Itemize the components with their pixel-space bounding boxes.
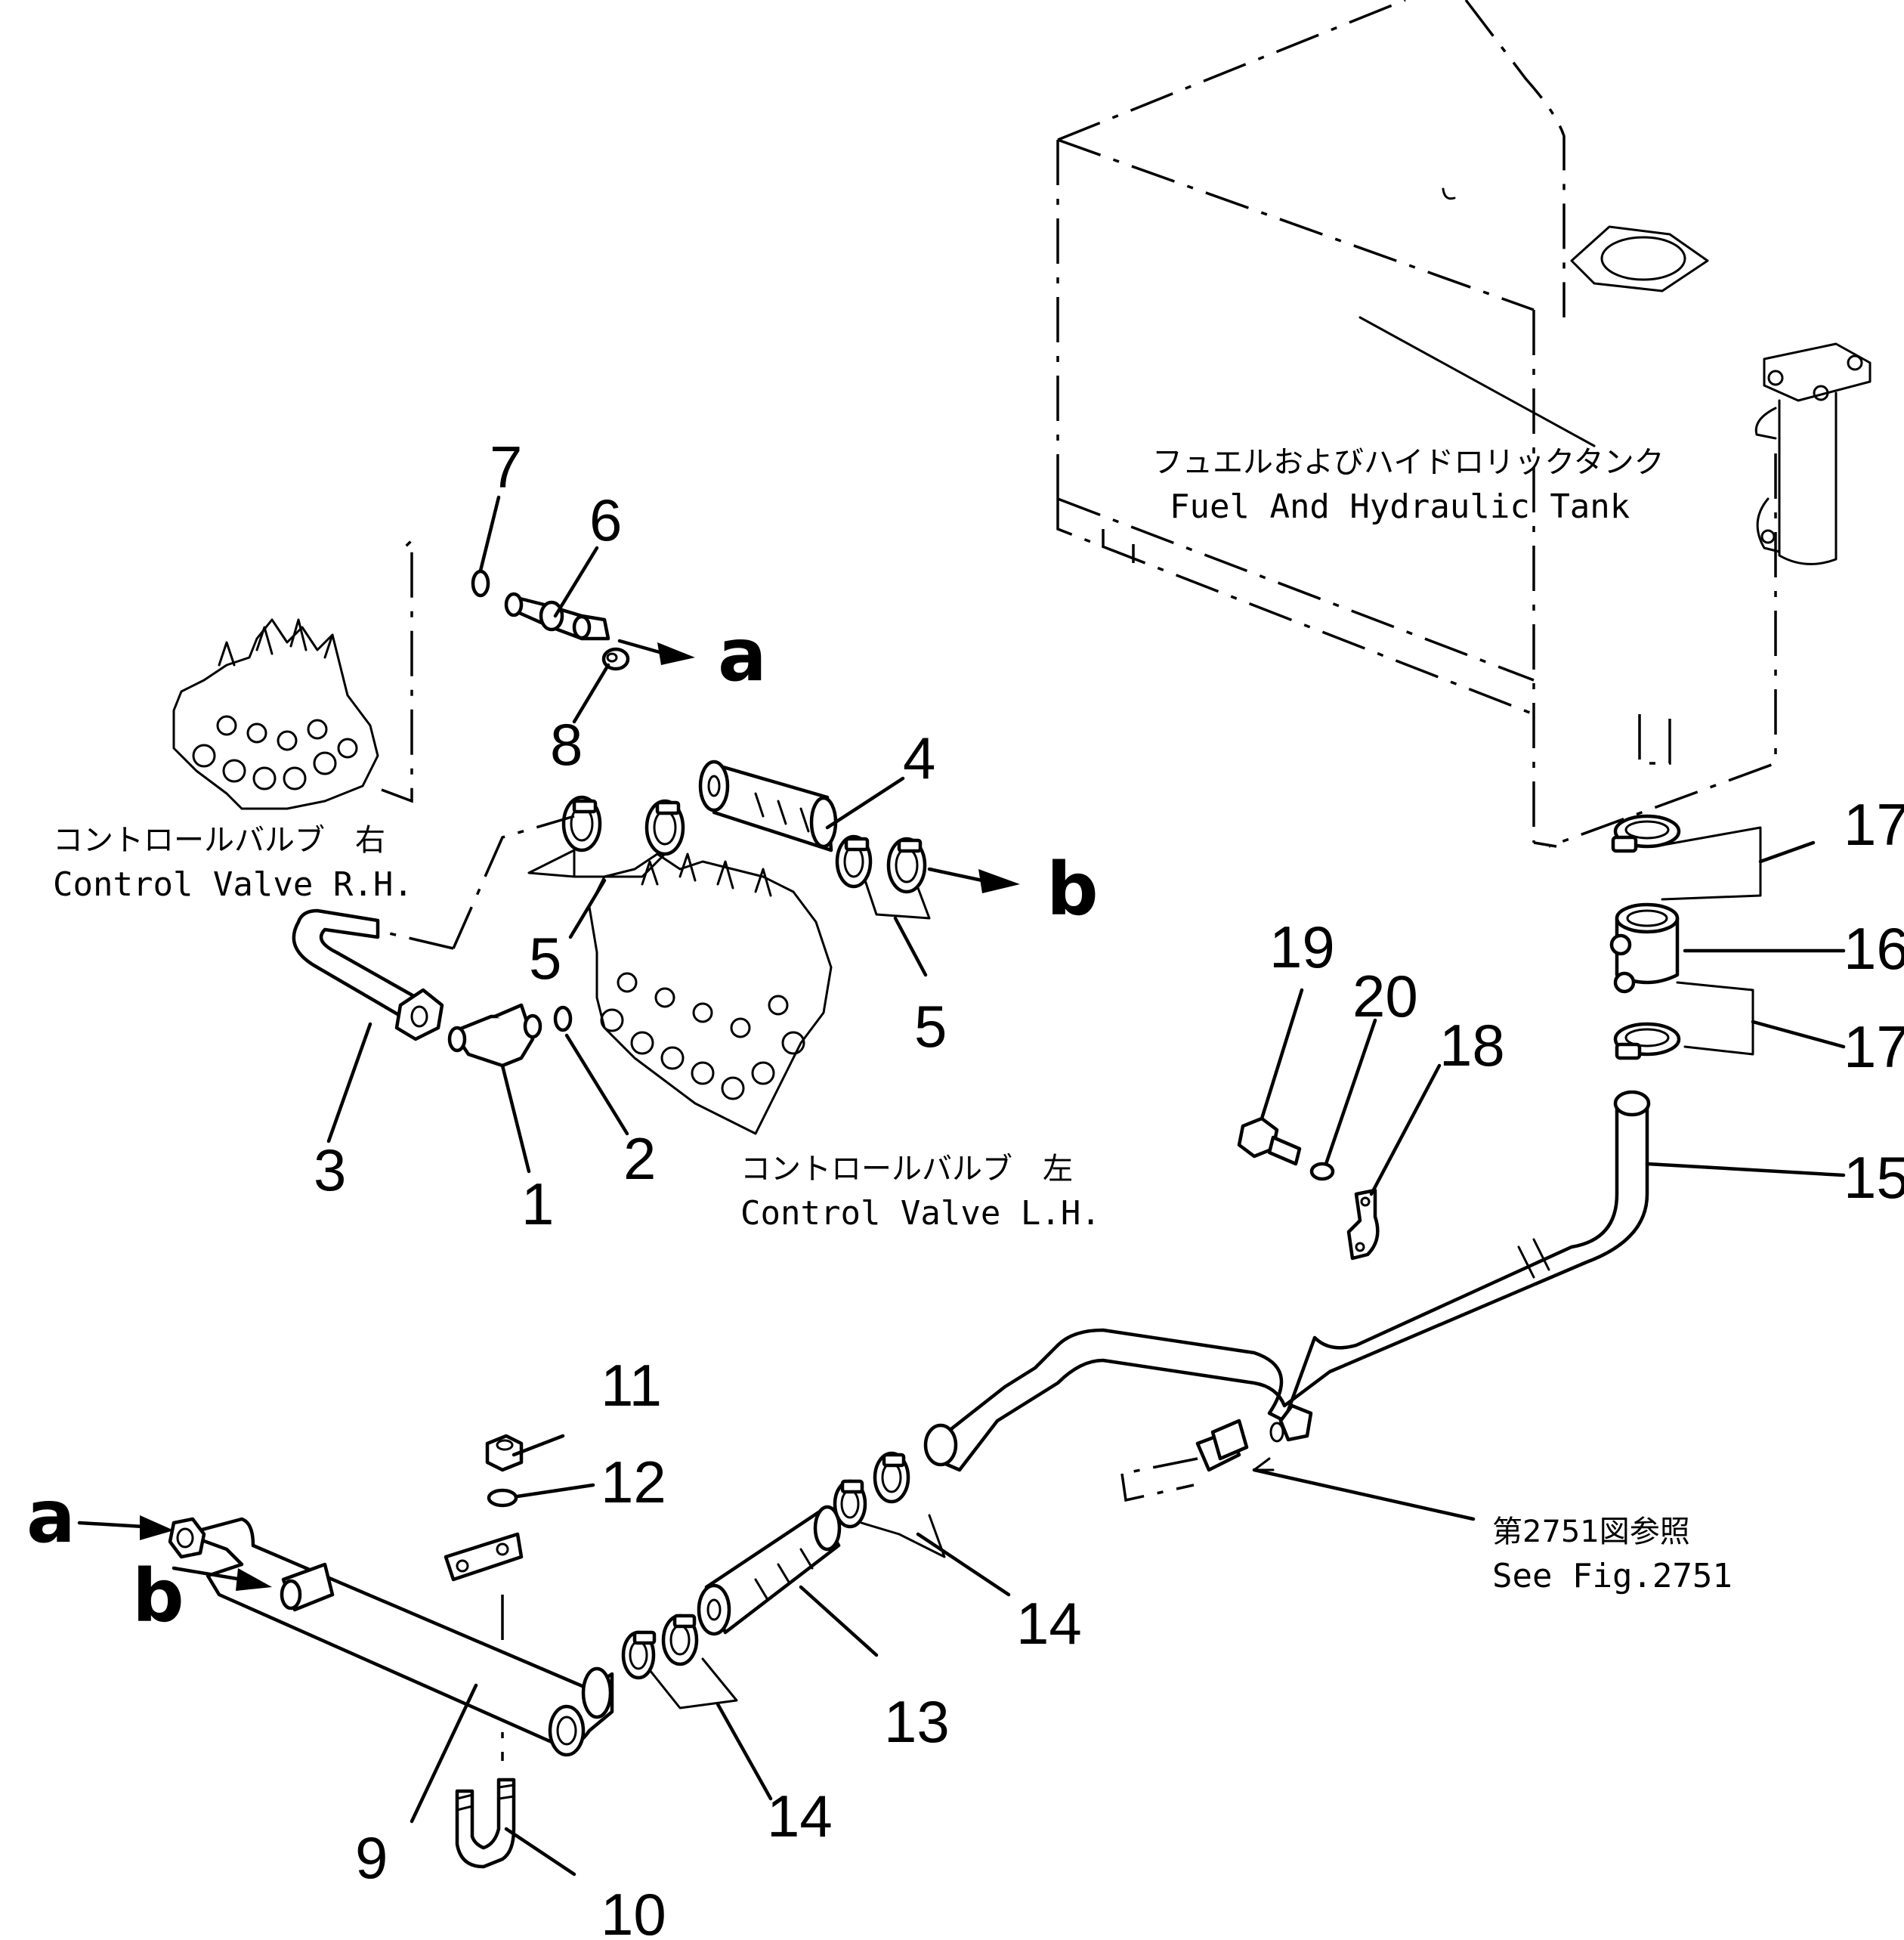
control-valve-lh-label-en: Control Valve L.H. bbox=[740, 1194, 1101, 1233]
part-17-clamp-bottom bbox=[1613, 1022, 1681, 1060]
part-10-u-bolt bbox=[455, 1778, 516, 1869]
part-8-plug bbox=[601, 647, 630, 671]
callout-1: 1 bbox=[521, 1171, 554, 1237]
part-14-clamps-upper bbox=[833, 1451, 910, 1529]
clamp-plate bbox=[444, 1532, 524, 1582]
part-7-o-ring bbox=[471, 569, 490, 598]
callout-3: 3 bbox=[314, 1137, 346, 1203]
callout-5-left: 5 bbox=[529, 925, 561, 992]
control-valve-rh-drawing bbox=[172, 618, 379, 810]
part-5-clamps-left bbox=[561, 795, 685, 856]
callout-5-right: 5 bbox=[914, 993, 947, 1060]
leader-lines bbox=[326, 495, 1846, 1877]
callout-12: 12 bbox=[601, 1449, 666, 1515]
part-14-clamps-lower bbox=[621, 1614, 699, 1680]
coupling-see-fig-2751 bbox=[1120, 1419, 1249, 1502]
part-6-elbow bbox=[504, 592, 610, 641]
callout-8: 8 bbox=[550, 711, 583, 778]
callout-9: 9 bbox=[355, 1824, 388, 1891]
callout-15: 15 bbox=[1844, 1144, 1904, 1211]
letter-b-upper: b bbox=[1046, 847, 1099, 932]
callout-13: 13 bbox=[884, 1688, 950, 1755]
part-20-washer bbox=[1309, 1162, 1335, 1181]
see-fig-label-en: See Fig.2751 bbox=[1492, 1557, 1732, 1595]
part-5-clamps-right bbox=[835, 834, 927, 894]
control-valve-lh-label-jp: コントロールバルブ 左 bbox=[740, 1152, 1073, 1187]
letter-b-lower: b bbox=[132, 1554, 184, 1638]
part-19-bolt bbox=[1237, 1116, 1302, 1166]
see-fig-label-jp: 第2751図参照 bbox=[1492, 1515, 1690, 1549]
arrow-b-lower bbox=[236, 1568, 272, 1591]
part-12-washer bbox=[487, 1488, 518, 1508]
callout-11: 11 bbox=[601, 1352, 662, 1419]
part-2-o-ring bbox=[553, 1005, 573, 1032]
callout-4: 4 bbox=[903, 725, 935, 791]
callout-6: 6 bbox=[589, 487, 622, 553]
part-9-pipe bbox=[168, 1517, 614, 1757]
arrow-b-upper bbox=[978, 869, 1020, 893]
part-1-elbow bbox=[447, 1003, 542, 1068]
callout-19: 19 bbox=[1269, 914, 1335, 980]
callout-16: 16 bbox=[1844, 915, 1904, 982]
part-3-tube bbox=[292, 908, 444, 1041]
arrows bbox=[77, 639, 1020, 1591]
part-15-pipe bbox=[923, 1090, 1651, 1472]
control-valve-lh-drawing bbox=[588, 852, 833, 1135]
tank-label-en: Fuel And Hydraulic Tank bbox=[1170, 487, 1630, 526]
part-4-hose bbox=[698, 760, 838, 852]
part-11-nut bbox=[485, 1434, 524, 1472]
part-13-hose bbox=[697, 1505, 842, 1636]
arrow-a-upper bbox=[657, 642, 695, 665]
callout-17-top: 17 bbox=[1844, 791, 1904, 858]
control-valve-rh-label-en: Control Valve R.H. bbox=[53, 865, 413, 904]
callout-17-bottom: 17 bbox=[1844, 1013, 1904, 1080]
part-17-clamp-top bbox=[1611, 814, 1681, 853]
arrow-a-lower bbox=[140, 1515, 174, 1540]
callout-18: 18 bbox=[1439, 1012, 1505, 1078]
control-valve-rh-label-jp: コントロールバルブ 右 bbox=[53, 823, 385, 858]
callout-7: 7 bbox=[490, 434, 522, 500]
callout-14-right: 14 bbox=[1016, 1590, 1082, 1657]
part-16-joint bbox=[1609, 902, 1680, 994]
callout-2: 2 bbox=[623, 1125, 656, 1192]
callout-10: 10 bbox=[601, 1881, 666, 1940]
fuel-hydraulic-tank bbox=[1056, 0, 1872, 848]
callout-20: 20 bbox=[1352, 963, 1418, 1029]
letter-a-upper: a bbox=[718, 613, 767, 698]
callout-14-left: 14 bbox=[767, 1783, 833, 1849]
part-18-bracket bbox=[1346, 1188, 1380, 1261]
tank-label-jp: フュエルおよびハイドロリックタンク bbox=[1152, 445, 1664, 480]
letter-a-lower: a bbox=[26, 1474, 76, 1559]
